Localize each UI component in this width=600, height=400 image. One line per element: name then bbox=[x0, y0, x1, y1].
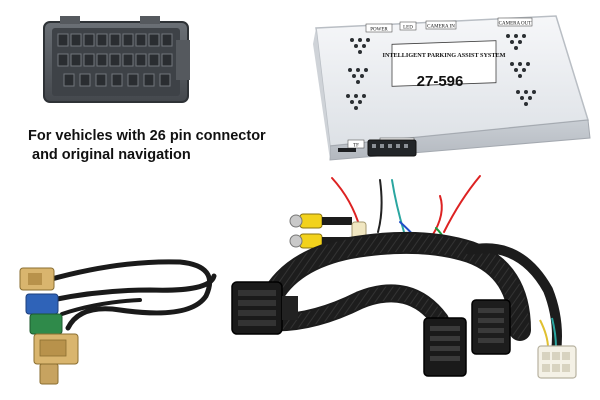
module-label-power: POWER bbox=[370, 28, 388, 33]
caption-line-2: and original navigation bbox=[32, 147, 191, 163]
module-system-label: INTELLIGENT PARKING ASSIST SYSTEM bbox=[383, 52, 506, 59]
connector-26pin-icon bbox=[43, 16, 190, 103]
module-label-led: LED bbox=[403, 26, 413, 31]
module-label-tf: TF bbox=[353, 144, 359, 149]
fakra-cable bbox=[45, 259, 217, 331]
caption-line-1: For vehicles with 26 pin connector bbox=[28, 128, 266, 144]
fakra-plug-icon bbox=[19, 267, 79, 385]
harness-connector-female bbox=[231, 281, 298, 335]
module-model-number: 27-596 bbox=[417, 73, 464, 90]
module-label-camera-out: CAMERA OUT bbox=[499, 22, 532, 27]
harness-connector-white bbox=[537, 317, 577, 379]
interface-module: POWER LED CAMERA IN CAMERA OUT TF 360 VG… bbox=[313, 15, 591, 161]
harness-connector-male bbox=[423, 299, 511, 377]
module-label-camera-in: CAMERA IN bbox=[427, 25, 455, 30]
product-caption: For vehicles with 26 pin connector and o… bbox=[28, 127, 298, 165]
